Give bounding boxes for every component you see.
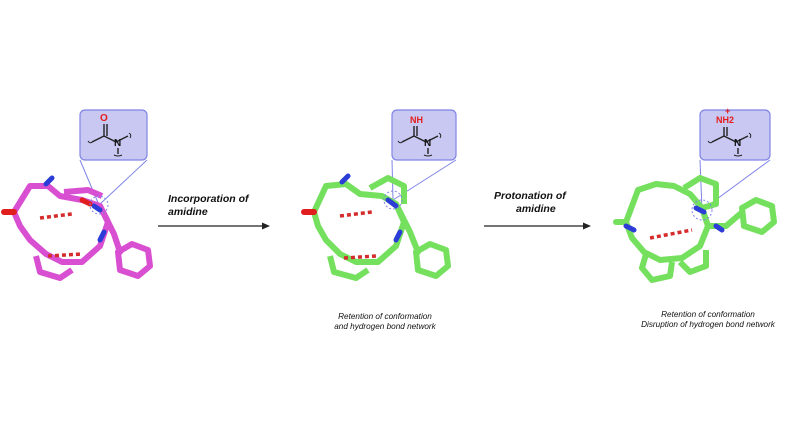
- caption-3-line-2: Disruption of hydrogen bond network: [641, 320, 775, 329]
- step-2-label-line-2: amidine: [516, 203, 556, 215]
- molecule-1: [1, 159, 153, 281]
- hydrogen-bond: [47, 252, 83, 258]
- inset-2: [391, 109, 457, 161]
- callout-line: [699, 159, 703, 211]
- step-2-label: Protonation of amidine: [494, 190, 566, 216]
- caption-2-line-1: Retention of conformation: [338, 312, 432, 321]
- step-1-label: Incorporation of amidine: [168, 193, 249, 219]
- caption-3-line-1: Retention of conformation: [661, 310, 755, 319]
- molecule-3: [613, 159, 777, 283]
- inset-1-heteroatom-label: O: [100, 113, 108, 124]
- molecule-backbone: [613, 175, 777, 283]
- step-1-label-line-1: Incorporation of: [168, 193, 249, 205]
- callout-line: [98, 159, 148, 206]
- inset-3-heteroatom-label: NH2: [716, 115, 735, 125]
- reaction-arrow-2: [484, 222, 591, 230]
- highlight-ring: [89, 195, 109, 215]
- caption-molecule-2: Retention of conformation and hydrogen b…: [310, 312, 460, 332]
- highlight-ring: [383, 190, 403, 210]
- molecule-2: [301, 159, 457, 281]
- caption-2-line-2: and hydrogen bond network: [334, 322, 436, 331]
- inset-1: [79, 109, 148, 161]
- hydrogen-bond: [339, 210, 373, 218]
- inset-2-heteroatom-label: NH: [410, 115, 423, 125]
- step-1-label-line-2: amidine: [168, 206, 208, 218]
- inset-2-nitrogen-label: N: [424, 138, 432, 149]
- step-2-label-line-1: Protonation of: [494, 190, 566, 202]
- inset-3-nitrogen-label: N: [734, 138, 742, 149]
- highlight-ring: [691, 199, 713, 221]
- hydrogen-bond: [39, 212, 73, 220]
- inset-3: [699, 109, 771, 161]
- callout-line: [79, 159, 100, 206]
- hydrogen-bond: [343, 254, 377, 260]
- inset-1-nitrogen-label: N: [114, 138, 122, 149]
- molecule-backbone: [1, 175, 153, 281]
- caption-molecule-3: Retention of conformation Disruption of …: [618, 310, 798, 330]
- molecule-backbone: [301, 173, 451, 281]
- hydrogen-bond: [649, 228, 693, 240]
- inset-3-charge-label: +: [725, 106, 731, 116]
- reaction-arrow-1: [158, 222, 270, 230]
